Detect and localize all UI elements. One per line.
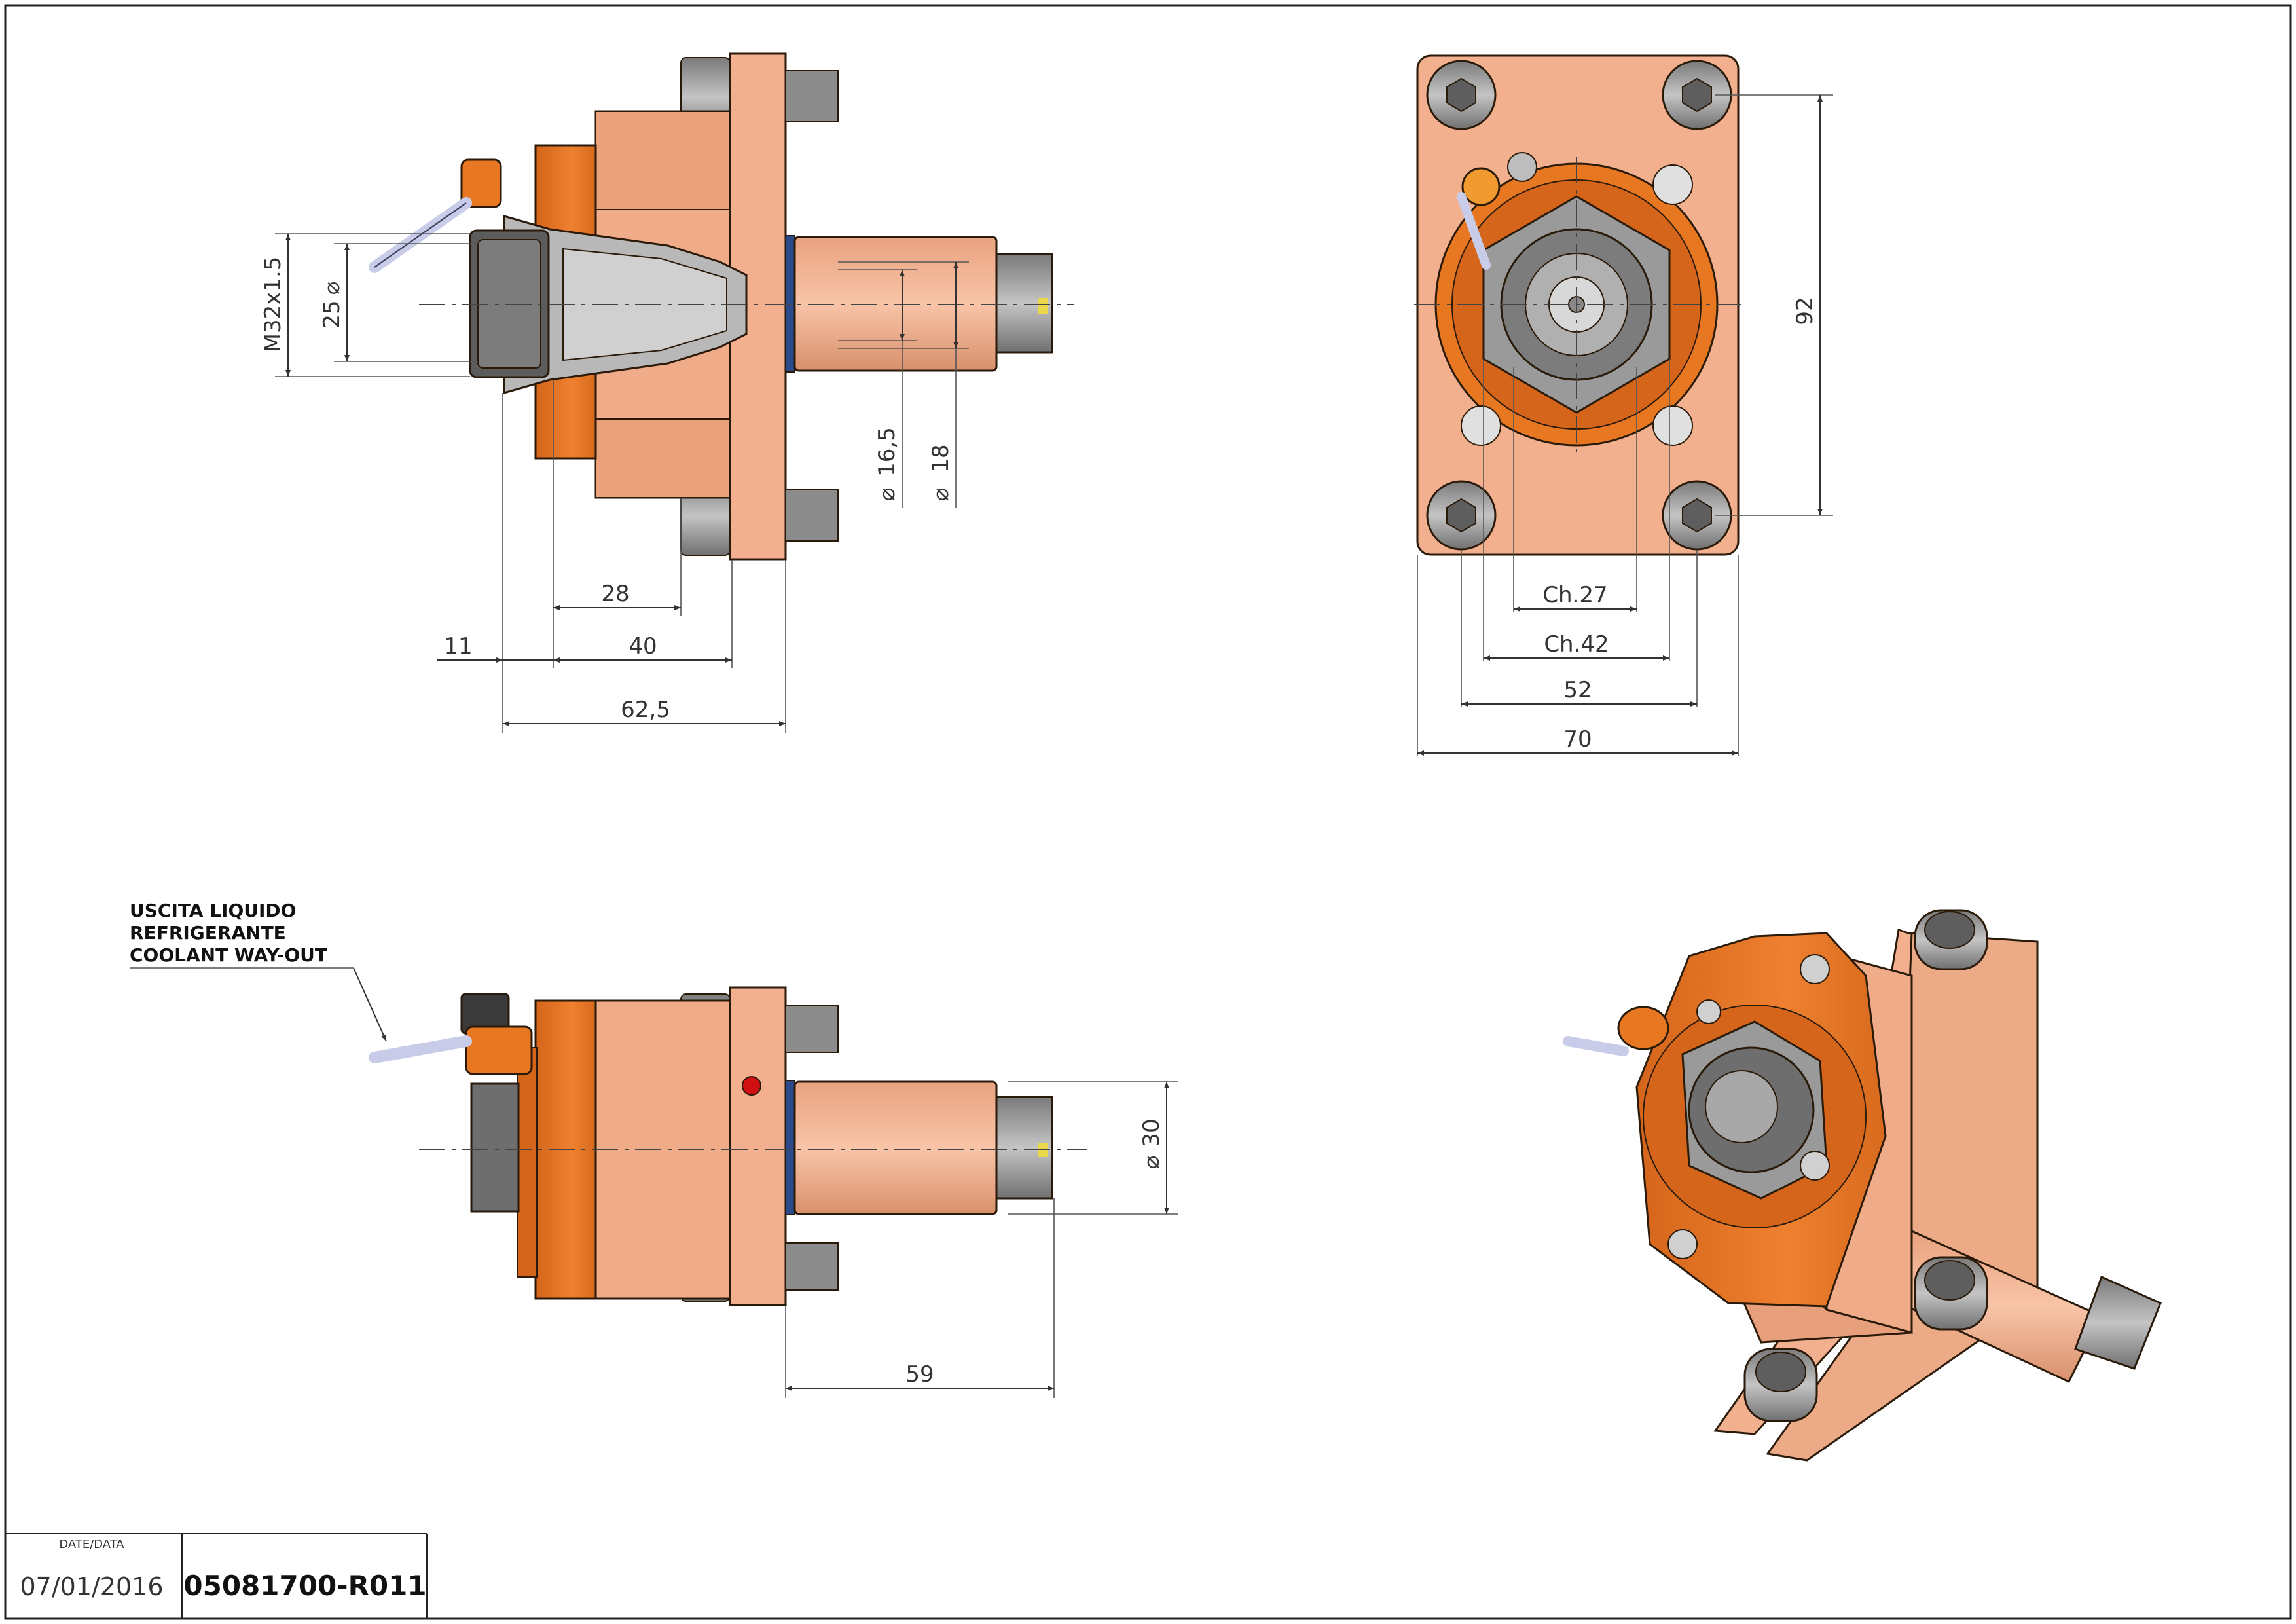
iso-drive-tip xyxy=(2074,1275,2162,1370)
dim-11: 11 xyxy=(444,633,472,659)
body-upper-block xyxy=(595,111,731,210)
side-hex-nut xyxy=(470,1082,520,1213)
iso-screw-1 xyxy=(1800,954,1830,984)
coolant-note-line2: REFRIGERANTE xyxy=(130,922,286,944)
dim-28: 28 xyxy=(601,581,629,607)
side-fitting-body xyxy=(465,1025,533,1075)
dim-40: 40 xyxy=(629,633,657,659)
side-bolt-thread-bottom xyxy=(785,1242,839,1291)
title-date: 07/01/2016 xyxy=(20,1572,163,1601)
dim-d30-symbol: ⌀ xyxy=(1139,1156,1165,1169)
sheet-border xyxy=(4,4,2292,1620)
body-lower-block xyxy=(595,418,731,498)
side-shank xyxy=(793,1080,998,1215)
bolt-bottom-left xyxy=(1426,480,1497,551)
dim-d30: 30 xyxy=(1139,1118,1165,1147)
title-block: DATE/DATA 07/01/2016 05081700-R011 xyxy=(5,1533,428,1619)
isometric-view xyxy=(1563,909,2162,1462)
title-part-code: 05081700-R011 xyxy=(183,1570,426,1602)
dim-ch42: Ch.42 xyxy=(1544,631,1609,657)
dim-d18-symbol: ⌀ xyxy=(928,488,954,501)
side-red-port xyxy=(742,1076,761,1096)
bolt-top-right xyxy=(1662,60,1732,130)
screw-bl xyxy=(1461,405,1501,446)
dim-62-5: 62,5 xyxy=(621,697,670,723)
iso-collet-bore xyxy=(1705,1070,1778,1143)
dim-d25: 25 xyxy=(319,300,345,328)
dim-d16-5-symbol: ⌀ xyxy=(874,488,900,501)
coolant-note-arrow xyxy=(353,967,387,1042)
dim-d25-symbol: ⌀ xyxy=(319,282,345,295)
screw-br xyxy=(1652,405,1693,446)
bolt-top-left xyxy=(1426,60,1497,130)
iso-coolant-pipe xyxy=(1563,1036,1629,1056)
drive-key xyxy=(1038,298,1048,314)
screw-top xyxy=(1507,152,1537,182)
iso-coolant-fitting xyxy=(1617,1006,1669,1050)
side-view: USCITA LIQUIDO REFRIGERANTE COOLANT WAY-… xyxy=(130,900,1178,1398)
front-view: M32x1.5 ⌀ 25 ⌀ 16,5 ⌀ 18 28 11 xyxy=(260,52,1074,733)
title-date-label: DATE/DATA xyxy=(59,1538,124,1551)
coolant-note-line1: USCITA LIQUIDO xyxy=(130,900,296,921)
dim-92: 92 xyxy=(1792,297,1818,325)
iso-screw-4 xyxy=(1696,999,1721,1024)
dim-m32: M32x1.5 xyxy=(260,257,286,353)
end-view: 92 Ch.27 Ch.42 52 70 xyxy=(1414,54,1833,756)
iso-screw-2 xyxy=(1800,1151,1830,1181)
coolant-fitting xyxy=(460,158,502,208)
side-flange-plate xyxy=(729,986,787,1306)
screw-tr xyxy=(1652,164,1693,205)
dim-d18: 18 xyxy=(928,444,954,472)
iso-bolt-bottom xyxy=(1743,1348,1818,1422)
bolt-thread-bottom xyxy=(785,489,839,542)
dim-ch27: Ch.27 xyxy=(1542,582,1607,608)
dim-59: 59 xyxy=(905,1361,934,1388)
iso-bolt-mid xyxy=(1914,1256,1988,1331)
side-shank-seal xyxy=(785,1080,795,1215)
iso-screw-3 xyxy=(1667,1229,1698,1259)
end-coolant-pipe xyxy=(1457,192,1491,270)
side-orange-step xyxy=(517,1047,538,1278)
end-coolant-fitting xyxy=(1461,167,1501,206)
side-coolant-pipe xyxy=(369,1035,472,1063)
side-bolt-thread-top xyxy=(785,1005,839,1053)
bolt-thread-top xyxy=(785,70,839,122)
dim-d16-5: 16,5 xyxy=(874,427,900,477)
coolant-note-line3: COOLANT WAY-OUT xyxy=(130,944,327,966)
coolant-pipe-edge xyxy=(374,202,467,268)
dim-70: 70 xyxy=(1563,726,1592,752)
dim-52: 52 xyxy=(1563,677,1592,703)
iso-bolt-top xyxy=(1914,909,1988,970)
